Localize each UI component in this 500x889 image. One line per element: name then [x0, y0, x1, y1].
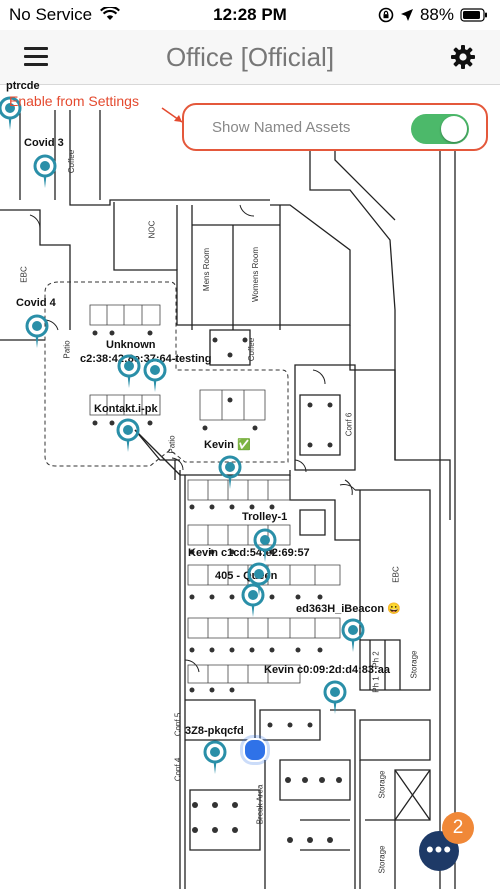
room-label-storage-3: Storage	[377, 845, 387, 874]
toggle-label: Show Named Assets	[212, 119, 351, 136]
named-assets-switch[interactable]	[411, 114, 469, 144]
asset-pin[interactable]	[202, 740, 228, 774]
asset-label: Kevin c0:09:2d:d4:83:aa	[264, 664, 390, 676]
floor-plan-drawing	[0, 110, 456, 889]
menu-button[interactable]	[24, 47, 48, 67]
asset-pin[interactable]	[252, 528, 278, 562]
battery-percent: 88%	[419, 5, 454, 24]
carrier-group: No Service	[9, 5, 120, 25]
room-label-ph-1: Ph 1	[371, 676, 381, 693]
asset-pin[interactable]	[240, 583, 266, 617]
switch-knob	[441, 116, 467, 142]
asset-pin[interactable]	[0, 96, 23, 130]
asset-label: Kevin c1cd:54:e2:69:57	[188, 547, 310, 559]
asset-pin[interactable]	[217, 455, 243, 489]
wifi-icon	[99, 5, 120, 20]
asset-pin[interactable]	[116, 354, 142, 388]
status-bar: No Service 12:28 PM 88%	[0, 0, 500, 30]
room-label-conf-4: Conf 4	[173, 757, 183, 782]
current-location-dot	[243, 738, 267, 762]
asset-label: Kontakt.i-pk	[94, 403, 158, 415]
room-label-womens: Womens Room	[250, 247, 260, 302]
hamburger-icon-line	[24, 63, 48, 66]
asset-label: ptrcde	[6, 80, 40, 92]
asset-label: c2:38:42:8e:37:64-testing	[80, 353, 212, 365]
floor-map[interactable]: NOC Mens Room Womens Room Coffee Coffee …	[0, 85, 500, 889]
room-label-noc: NOC	[147, 220, 157, 239]
asset-label: Covid 3	[24, 137, 64, 149]
hamburger-icon-line	[24, 55, 48, 58]
room-label-patio-2: Patio	[167, 435, 177, 454]
room-label-ebc-2: EBC	[391, 566, 401, 583]
asset-pin[interactable]	[32, 154, 58, 188]
asset-label: Trolley-1	[242, 511, 288, 523]
asset-label: Covid 4	[16, 297, 56, 309]
room-label-ebc-1: EBC	[19, 266, 29, 283]
navigation-bar: Office [Official]	[0, 30, 500, 85]
asset-label: Unknown	[106, 339, 156, 351]
orientation-lock-icon	[378, 7, 394, 23]
room-label-patio-1: Patio	[62, 340, 72, 359]
status-right: 88%	[378, 5, 488, 25]
carrier-label: No Service	[9, 5, 93, 24]
gear-icon	[451, 45, 475, 69]
asset-pin[interactable]	[24, 314, 50, 348]
room-label-conf-5: Conf 5	[173, 712, 183, 737]
named-assets-toggle-card: Show Named Assets	[182, 103, 488, 151]
room-label-break-area: Break Area	[255, 784, 265, 825]
asset-label: Kevin ✅	[204, 439, 251, 451]
asset-label: 3Z8-pkqcfd	[185, 725, 244, 737]
hamburger-icon-line	[24, 47, 48, 50]
asset-label: ed363H_iBeacon 😀	[296, 603, 401, 615]
room-label-storage-2: Storage	[377, 770, 387, 799]
asset-pin[interactable]	[142, 358, 168, 392]
ellipsis-icon: •••	[425, 837, 453, 862]
asset-pin[interactable]	[340, 618, 366, 652]
room-label-conf-6: Conf 6	[344, 412, 354, 437]
asset-pin[interactable]	[322, 680, 348, 714]
location-arrow-icon	[400, 9, 413, 21]
room-label-storage-1: Storage	[409, 650, 419, 679]
clock: 12:28 PM	[213, 5, 287, 24]
room-label-coffee-2: Coffee	[247, 337, 257, 362]
settings-button[interactable]	[448, 42, 478, 72]
hint-arrow-icon	[161, 107, 183, 123]
page-title: Office [Official]	[165, 42, 335, 72]
settings-hint-annotation: Enable from Settings	[9, 93, 139, 109]
battery-icon	[460, 8, 487, 22]
room-label-coffee-1: Coffee	[67, 149, 77, 174]
notification-badge: 2	[442, 812, 474, 844]
asset-pin[interactable]	[115, 418, 141, 452]
room-label-mens: Mens Room	[202, 247, 212, 292]
